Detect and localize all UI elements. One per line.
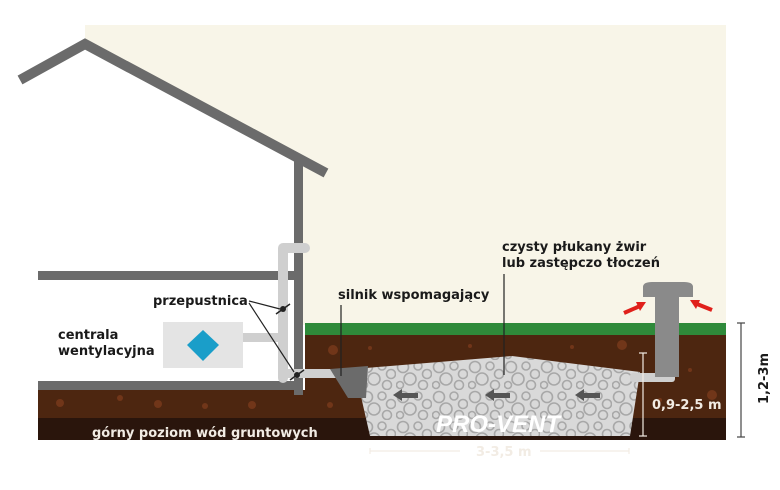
gravel-label-line2: lub zastępczo tłoczeń <box>502 256 660 271</box>
booster-motor <box>330 366 368 398</box>
ceiling <box>38 271 298 280</box>
gravel-label-line1: czysty płukany żwir <box>502 240 647 255</box>
grass <box>305 323 726 335</box>
dimension-lines <box>369 352 647 454</box>
intake-air-arrow-icon <box>623 300 713 315</box>
soil-specks <box>56 340 717 409</box>
roof <box>17 38 329 178</box>
damper-label: przepustnica <box>153 294 248 309</box>
provent-logo: PRO-VENT <box>436 411 562 438</box>
unit-label-line2: wentylacyjna <box>58 344 155 359</box>
house-wall <box>294 160 303 395</box>
house-interior <box>38 42 298 390</box>
gravel-depth-label: 0,9-2,5 m <box>652 398 722 413</box>
unit-label-line1: centrala <box>58 328 118 343</box>
soil-under-house <box>38 390 305 420</box>
airflow-arrow-icon <box>393 389 600 401</box>
intake-pipe <box>655 292 679 377</box>
total-depth-line <box>737 322 745 438</box>
damper-icon <box>275 303 305 381</box>
floor <box>38 381 303 390</box>
intake-cap <box>643 282 693 297</box>
leader-lines <box>248 274 505 376</box>
motor-label: silnik wspomagający <box>338 288 490 303</box>
groundwater-label: górny poziom wód gruntowych <box>92 426 318 441</box>
underground-duct <box>283 369 368 378</box>
total-depth-label: 1,2-3m <box>757 353 772 404</box>
unit-connector-duct <box>243 333 283 342</box>
unit-diamond-icon <box>187 330 219 361</box>
width-label: 3-3,5 m <box>476 445 532 460</box>
